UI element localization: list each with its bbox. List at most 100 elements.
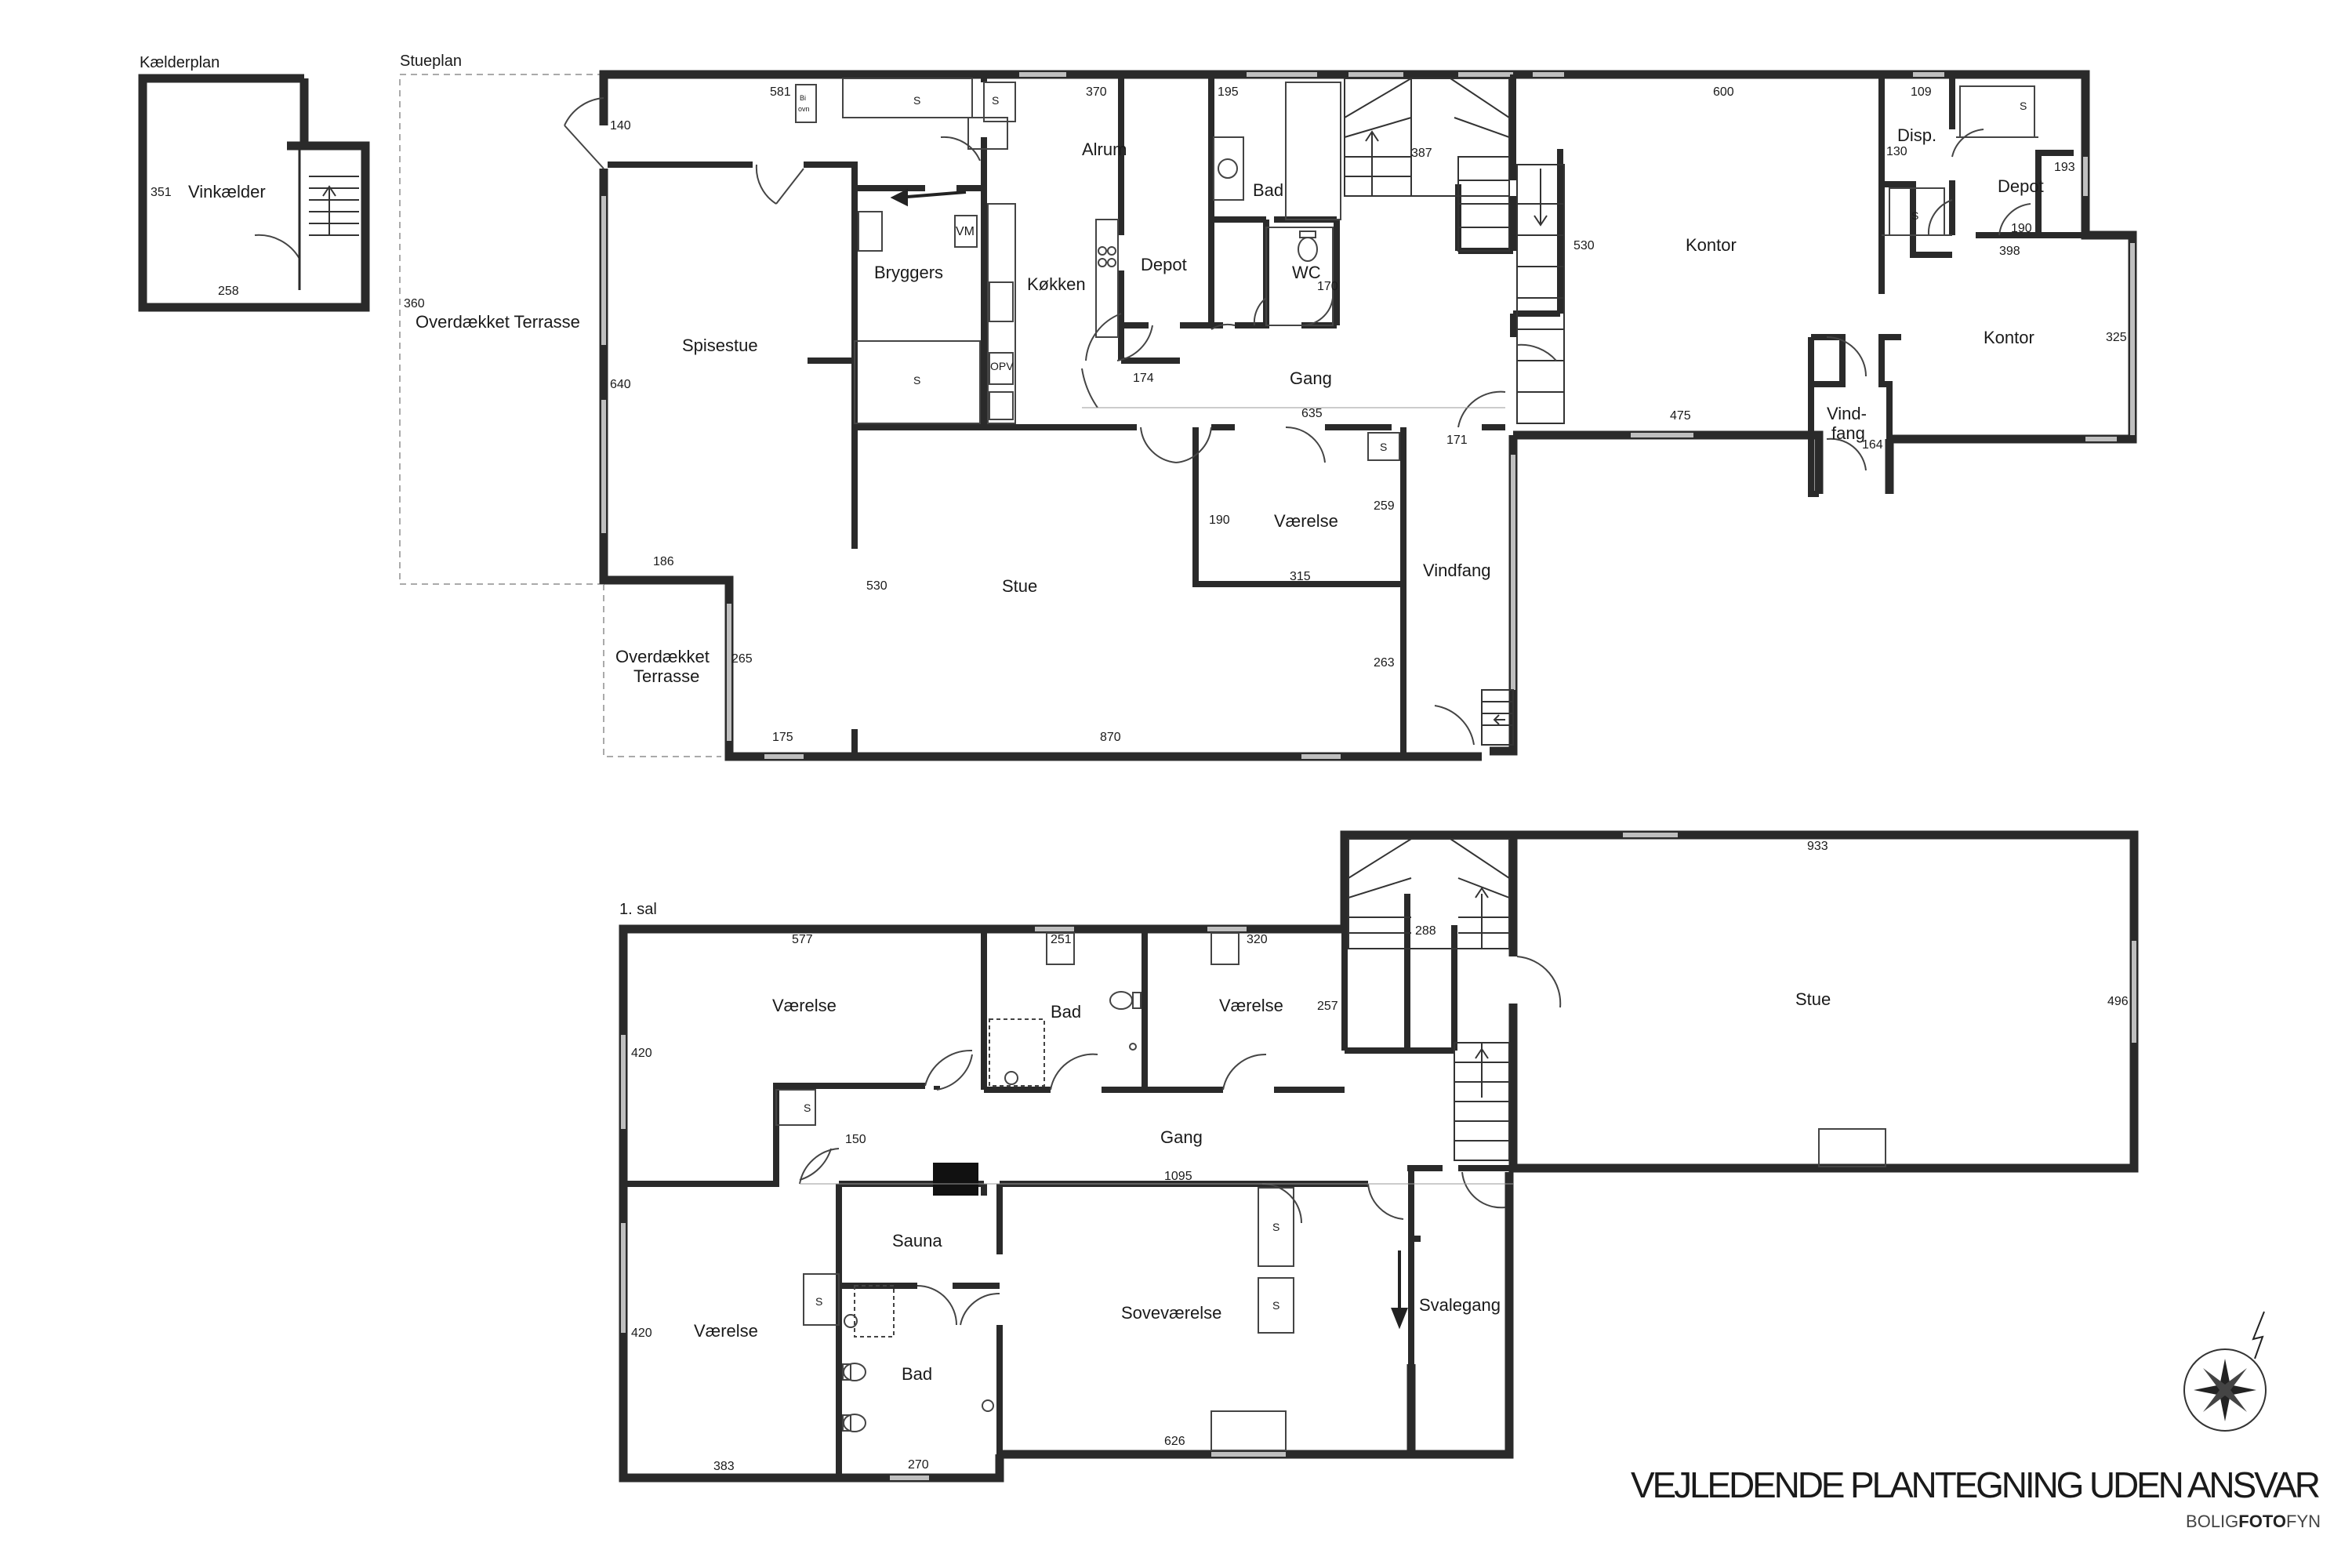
fixture-opv: OPV — [990, 360, 1014, 372]
room-bad: Bad — [1253, 180, 1283, 200]
arrow-icon — [1391, 1250, 1408, 1330]
dim-351: 351 — [151, 186, 172, 199]
room-gang: Gang — [1290, 368, 1332, 388]
dim-387: 387 — [1411, 147, 1432, 160]
room-stue: Stue — [1002, 576, 1037, 596]
disclaimer-text: VEJLEDENDE PLANTEGNING UDEN ANSVAR — [1631, 1465, 2321, 1505]
terrace-outline — [399, 74, 604, 585]
brand-post: FYN — [2286, 1512, 2321, 1531]
compass-rose-icon — [2183, 1311, 2267, 1432]
room-bad-1: Bad — [1051, 1002, 1081, 1022]
dim-626: 626 — [1164, 1435, 1185, 1448]
ground-windows — [601, 72, 2135, 759]
section-title-first: 1. sal — [619, 901, 657, 918]
dim-174: 174 — [1133, 372, 1154, 385]
dim-577: 577 — [792, 933, 813, 946]
fixture-vm: VM — [956, 225, 975, 238]
dim-475: 475 — [1670, 409, 1691, 423]
terrace-small-outline — [603, 584, 721, 757]
dim-315: 315 — [1290, 570, 1311, 583]
dim-257: 257 — [1317, 1000, 1338, 1013]
dim-190a: 190 — [1209, 514, 1230, 527]
room-bryggers: Bryggers — [874, 263, 943, 282]
dim-581: 581 — [770, 85, 791, 99]
fixture-s-10: S — [815, 1295, 822, 1308]
first-fixture-labels: S S S S — [804, 1102, 1279, 1312]
dim-640: 640 — [610, 378, 631, 391]
dim-109: 109 — [1911, 85, 1932, 99]
arrow-icon — [890, 188, 967, 207]
dim-288: 288 — [1415, 924, 1436, 938]
toilet-icon — [1109, 991, 1142, 1010]
basement-plan: Vinkælder 351 258 — [138, 74, 370, 312]
room-depot-2: Depot — [1998, 176, 2044, 196]
first-exterior-walls — [619, 830, 2139, 1483]
room-vindfang-2a: Vind- — [1827, 404, 1867, 423]
first-interior-walls — [623, 894, 1516, 1478]
kitchen-fixtures — [795, 82, 1341, 424]
dim-140: 140 — [610, 119, 631, 132]
ground-fixture-labels: VM OPV S S S S S S Bi ovn — [798, 94, 2027, 453]
dim-635: 635 — [1301, 407, 1323, 420]
dim-383: 383 — [713, 1460, 735, 1473]
ground-plan: Overdækket Terrasse Overdækket Terrasse … — [399, 70, 2137, 761]
stairs-icon — [1344, 78, 1565, 746]
dim-870: 870 — [1100, 731, 1121, 744]
door-swing-icon — [254, 234, 300, 260]
sink-icon — [1213, 136, 1244, 201]
room-vindfang: Vindfang — [1423, 561, 1490, 580]
vindfang2-walls — [1808, 384, 1819, 497]
dim-251: 251 — [1051, 933, 1072, 946]
bathroom-fixtures — [842, 991, 1142, 1432]
fixture-bkovn-1: Bi — [800, 94, 806, 102]
dim-370: 370 — [1086, 85, 1107, 99]
dim-171: 171 — [1446, 434, 1468, 447]
door-swing-icon — [799, 956, 1562, 1326]
room-vaerelse-1: Værelse — [772, 996, 837, 1015]
toilet-icon — [842, 1414, 866, 1432]
closet-group — [775, 932, 1886, 1451]
toilet-icon — [842, 1363, 866, 1381]
room-gang-first: Gang — [1160, 1127, 1203, 1147]
dim-530a: 530 — [866, 579, 887, 593]
ground-room-labels: Overdækket Terrasse Overdækket Terrasse … — [416, 125, 2044, 686]
dim-530b: 530 — [1573, 239, 1595, 252]
room-terrasse-small-1: Overdækket — [615, 647, 710, 666]
room-kontor-1: Kontor — [1686, 235, 1737, 255]
room-disp: Disp. — [1897, 125, 1936, 145]
dim-258: 258 — [218, 285, 239, 298]
brand-logo: BOLIGFOTOFYN — [2186, 1512, 2321, 1531]
stairs-icon — [309, 176, 359, 236]
dim-186: 186 — [653, 555, 674, 568]
room-bad-2: Bad — [902, 1364, 932, 1384]
room-vaerelse-3: Værelse — [694, 1321, 758, 1341]
first-dimension-labels: 577 251 320 257 288 933 496 420 150 1095… — [631, 840, 2129, 1473]
dim-130: 130 — [1886, 145, 1907, 158]
room-terrasse-big: Overdækket Terrasse — [416, 312, 580, 332]
room-kontor-2: Kontor — [1984, 328, 2034, 347]
fixture-s-2: S — [992, 94, 999, 107]
dim-933: 933 — [1807, 840, 1828, 853]
dim-1095: 1095 — [1164, 1170, 1192, 1183]
dim-170: 170 — [1317, 280, 1338, 293]
brand-bold: FOTO — [2238, 1512, 2286, 1531]
dim-175: 175 — [772, 731, 793, 744]
room-vaerelse-2: Værelse — [1219, 996, 1283, 1015]
fixture-s-1: S — [913, 94, 920, 107]
first-room-labels: Værelse Bad Værelse Stue Gang Værelse Sa… — [694, 989, 1831, 1384]
fixture-s-3: S — [913, 374, 920, 387]
room-sovevaerelse: Soveværelse — [1121, 1303, 1221, 1323]
closet-group — [842, 78, 2038, 461]
room-terrasse-small-2: Terrasse — [633, 666, 699, 686]
room-koekken: Køkken — [1027, 274, 1086, 294]
sink-icon — [844, 1043, 1137, 1412]
stairs-icon — [1348, 838, 1510, 1161]
stove-icon — [1095, 219, 1119, 338]
room-vinkaelder: Vinkælder — [188, 182, 266, 201]
fixture-s-6: S — [1911, 209, 1918, 222]
dim-600: 600 — [1713, 85, 1734, 99]
dim-259: 259 — [1374, 499, 1395, 513]
room-depot: Depot — [1141, 255, 1187, 274]
dim-320: 320 — [1247, 933, 1268, 946]
dim-265: 265 — [731, 652, 753, 666]
